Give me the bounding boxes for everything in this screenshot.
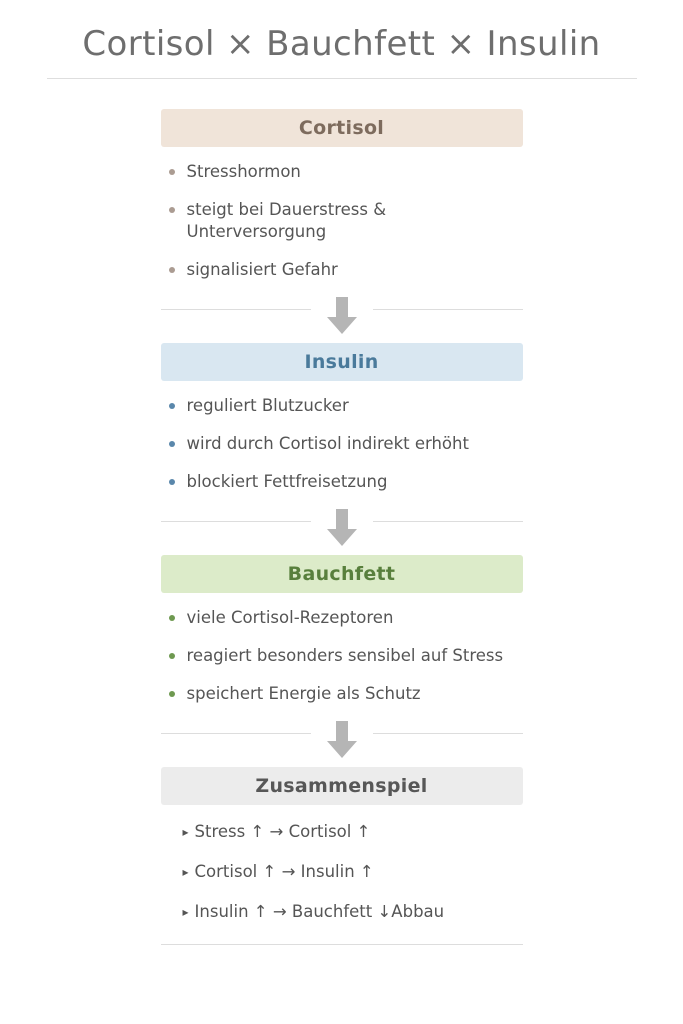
relation-item: ▸ Insulin ↑ → Bauchfett ↓Abbau	[183, 901, 523, 924]
list-item: viele Cortisol-Rezeptoren	[167, 607, 523, 629]
list-item: steigt bei Dauerstress & Unterversorgung	[167, 199, 523, 243]
list-item: Stresshormon	[167, 161, 523, 183]
relation-label: Insulin ↑ → Bauchfett ↓Abbau	[194, 902, 445, 921]
section-header-cortisol: Cortisol	[160, 109, 523, 147]
bullet-dot-icon	[168, 169, 175, 175]
divider-line-right	[372, 521, 523, 522]
relation-item: ▸ Cortisol ↑ → Insulin ↑	[183, 861, 523, 884]
bullet-list-bauchfett: viele Cortisol-Rezeptoren reagiert beson…	[161, 593, 523, 705]
arrow-down-icon	[326, 721, 357, 758]
list-item: speichert Energie als Schutz	[167, 683, 523, 705]
section-bauchfett: Bauchfett viele Cortisol-Rezeptoren reag…	[160, 555, 523, 705]
title-divider	[46, 78, 637, 79]
list-item-label: reagiert besonders sensibel auf Stress	[186, 646, 504, 665]
list-item-label: signalisiert Gefahr	[186, 260, 338, 279]
list-item-label: speichert Energie als Schutz	[186, 684, 421, 703]
divider-line-left	[160, 521, 311, 522]
page-title: Cortisol × Bauchfett × Insulin	[82, 24, 601, 64]
list-item-label: steigt bei Dauerstress & Unterversorgung	[186, 200, 387, 241]
list-item: reguliert Blutzucker	[167, 395, 523, 417]
list-item-label: blockiert Fettfreisetzung	[186, 472, 388, 491]
section-insulin: Insulin reguliert Blutzucker wird durch …	[160, 343, 523, 493]
section-header-zusammenspiel: Zusammenspiel	[160, 767, 523, 805]
relation-item: ▸ Stress ↑ → Cortisol ↑	[183, 821, 523, 844]
content-column: Cortisol Stresshormon steigt bei Dauerst…	[160, 79, 523, 945]
arrow-down-icon	[326, 509, 357, 546]
bullet-list-insulin: reguliert Blutzucker wird durch Cortisol…	[161, 381, 523, 493]
divider-bauchfett-zusammenspiel	[160, 721, 523, 765]
bullet-dot-icon	[168, 207, 175, 213]
list-item-label: Stresshormon	[186, 162, 301, 181]
list-item: wird durch Cortisol indirekt erhöht	[167, 433, 523, 455]
section-header-insulin: Insulin	[160, 343, 523, 381]
triangle-marker-icon: ▸	[182, 825, 189, 839]
relation-label: Stress ↑ → Cortisol ↑	[194, 822, 371, 841]
bullet-dot-icon	[168, 653, 175, 659]
relation-list: ▸ Stress ↑ → Cortisol ↑ ▸ Cortisol ↑ → Ins…	[161, 805, 523, 924]
divider-line-right	[372, 309, 523, 310]
bullet-dot-icon	[168, 691, 175, 697]
divider-cortisol-insulin	[160, 297, 523, 341]
section-cortisol: Cortisol Stresshormon steigt bei Dauerst…	[160, 109, 523, 281]
list-item-label: reguliert Blutzucker	[186, 396, 349, 415]
triangle-marker-icon: ▸	[182, 865, 189, 879]
list-item: reagiert besonders sensibel auf Stress	[167, 645, 523, 667]
section-zusammenspiel: Zusammenspiel ▸ Stress ↑ → Cortisol ↑ ▸ Co…	[160, 767, 523, 945]
bullet-dot-icon	[168, 479, 175, 485]
divider-insulin-bauchfett	[160, 509, 523, 553]
list-item-label: viele Cortisol-Rezeptoren	[186, 608, 394, 627]
divider-line-left	[160, 309, 311, 310]
list-item: signalisiert Gefahr	[167, 259, 523, 281]
bullet-dot-icon	[168, 403, 175, 409]
list-item: blockiert Fettfreisetzung	[167, 471, 523, 493]
list-item-label: wird durch Cortisol indirekt erhöht	[186, 434, 469, 453]
bottom-divider	[160, 944, 523, 945]
triangle-marker-icon: ▸	[182, 905, 189, 919]
bullet-dot-icon	[168, 441, 175, 447]
section-header-bauchfett: Bauchfett	[160, 555, 523, 593]
relation-label: Cortisol ↑ → Insulin ↑	[194, 862, 374, 881]
bullet-dot-icon	[168, 615, 175, 621]
title-block: Cortisol × Bauchfett × Insulin	[0, 0, 683, 79]
arrow-down-icon	[326, 297, 357, 334]
bullet-dot-icon	[168, 267, 175, 273]
divider-line-left	[160, 733, 311, 734]
bullet-list-cortisol: Stresshormon steigt bei Dauerstress & Un…	[161, 147, 523, 281]
divider-line-right	[372, 733, 523, 734]
